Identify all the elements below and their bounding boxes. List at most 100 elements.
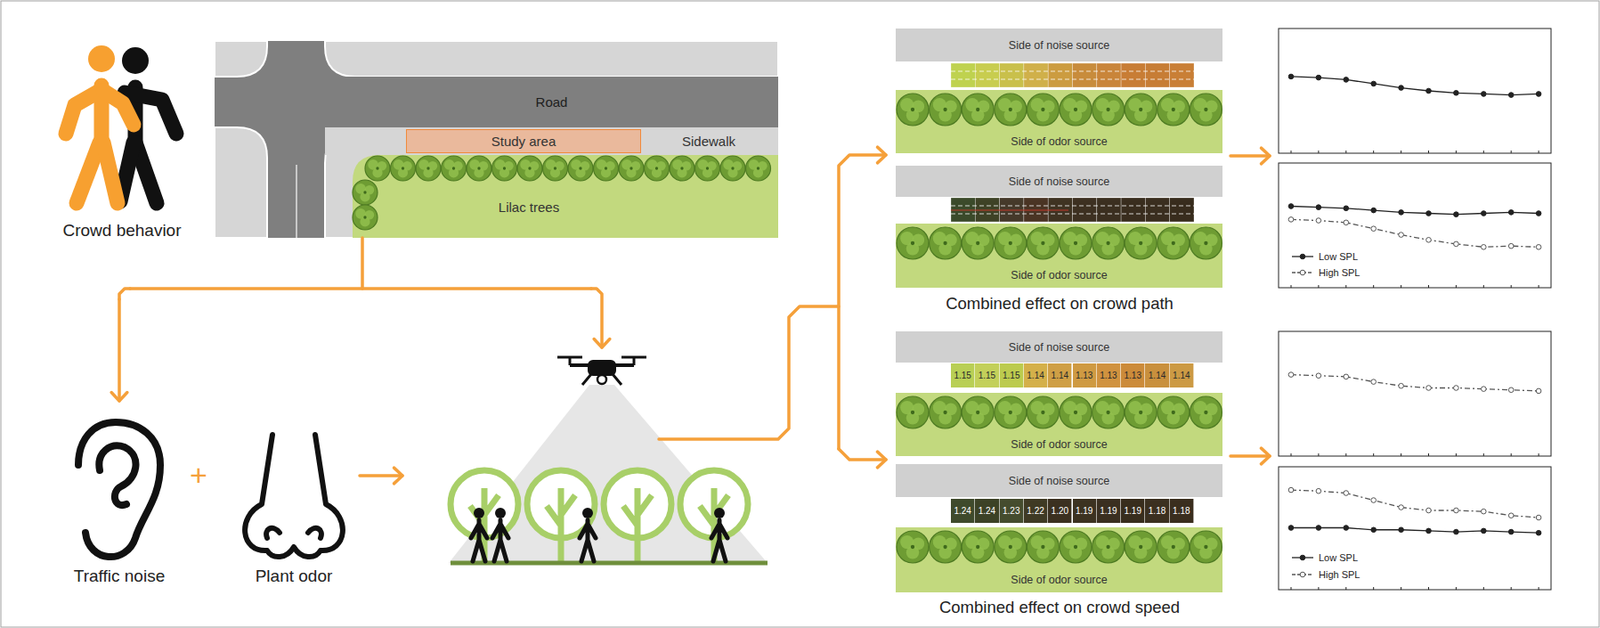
tree-outer (1124, 93, 1157, 126)
tree-leaf (550, 167, 561, 178)
legend-text: Low SPL (1318, 552, 1358, 563)
tree-outer (1059, 227, 1092, 260)
path-dash (950, 213, 1194, 215)
chart-tick (1510, 453, 1512, 456)
path-cell (1145, 63, 1170, 88)
person-limb (65, 90, 100, 134)
path-cell (974, 63, 999, 88)
flow-arrowhead (393, 467, 403, 484)
tree-crown (466, 155, 492, 181)
data-point (1398, 504, 1405, 511)
table-cell: 1.20 (1047, 498, 1073, 523)
tree-outer (593, 155, 619, 181)
tree-leaf (753, 167, 764, 178)
drone-camera (597, 374, 607, 384)
tree-crown (1059, 227, 1092, 260)
tree-crown (994, 396, 1027, 429)
tree-leaf (524, 167, 535, 178)
chart-tick (1538, 150, 1540, 154)
data-point (1426, 88, 1432, 94)
data-point (1535, 211, 1542, 217)
data-point (1398, 85, 1405, 91)
chart-tick (1538, 586, 1540, 590)
tree-crown (1157, 93, 1190, 126)
tree-outer (961, 396, 994, 429)
tree-outer (365, 155, 390, 181)
band-label: Side of odor source (895, 131, 1223, 152)
tree-leaf (625, 167, 636, 178)
node-text: Lilac trees (498, 199, 560, 215)
path-cell (1169, 197, 1194, 222)
table-cell: 1.15 (999, 363, 1024, 388)
flow-line (360, 237, 365, 289)
data-point (1371, 207, 1377, 213)
data-point (1343, 77, 1349, 83)
chart-tick (1428, 586, 1430, 590)
tree-leaf (1063, 97, 1077, 112)
tree-crown (1092, 227, 1125, 260)
legend-dot (1299, 554, 1306, 561)
tree-trunk (546, 487, 576, 563)
nose-icon (244, 434, 343, 557)
tree-leaf (1161, 231, 1175, 245)
band: Side of noise source (895, 28, 1223, 62)
sidewalk-block (214, 127, 268, 238)
tree-crown (695, 155, 721, 181)
legend-text: High SPL (1318, 568, 1360, 580)
band-label: Side of odor source (895, 434, 1223, 455)
site-map (214, 40, 779, 238)
tree-center (1171, 107, 1176, 112)
data-point (1453, 89, 1460, 96)
chart-tick (1345, 150, 1347, 154)
tree-crown (994, 93, 1027, 126)
drone-post (633, 357, 636, 366)
tree-leaf (448, 167, 459, 178)
chart-tick (1455, 453, 1457, 456)
tree-center (1203, 544, 1208, 549)
tree-center (426, 166, 430, 170)
chart-tick (1510, 586, 1512, 590)
tree-outer (961, 530, 994, 563)
legend-text: Low SPL (1318, 251, 1358, 262)
data-point (1481, 211, 1487, 217)
tree-outer (994, 93, 1027, 126)
caption-text: Crowd behavior (0, 220, 301, 241)
tree-crown (441, 155, 467, 181)
tree-center (1171, 544, 1176, 549)
data-point (1398, 527, 1405, 533)
tree-outer (994, 530, 1027, 563)
tree-outer (994, 227, 1027, 260)
tree-crown (492, 155, 518, 181)
flow-line (838, 154, 886, 449)
data-point (1481, 91, 1487, 98)
chart-tick (1538, 453, 1540, 456)
tree-leaf (998, 535, 1012, 549)
tree-crown (720, 155, 746, 181)
data-point (1535, 244, 1542, 251)
tree-outer (929, 396, 962, 429)
tree-leaf (1063, 231, 1077, 245)
data-point (1315, 204, 1322, 211)
tree-leaf (748, 159, 760, 171)
tree-center (629, 166, 633, 170)
data-point (1371, 497, 1377, 504)
caption-text: Combined effect on crowd speed (881, 597, 1238, 618)
legend-entry: Low SPL (1291, 552, 1358, 563)
tree-center (1040, 544, 1045, 549)
odor-side-band (895, 223, 1223, 288)
tree-crown (1189, 227, 1222, 260)
tree-leaf (1031, 535, 1045, 549)
band: Side of noise source (895, 463, 1223, 497)
tree-center (1171, 410, 1176, 415)
chart-frame (1278, 466, 1552, 590)
path-cell (1023, 63, 1048, 88)
tree-center (1203, 410, 1208, 415)
chart-frame (1278, 28, 1552, 154)
data-point (1453, 241, 1460, 247)
tree-leaf (1031, 400, 1045, 415)
data-point (1315, 218, 1322, 224)
tree-center (975, 544, 980, 549)
tree-leaf (647, 159, 658, 171)
legend-sample (1291, 568, 1315, 580)
path-cell (1096, 197, 1121, 222)
